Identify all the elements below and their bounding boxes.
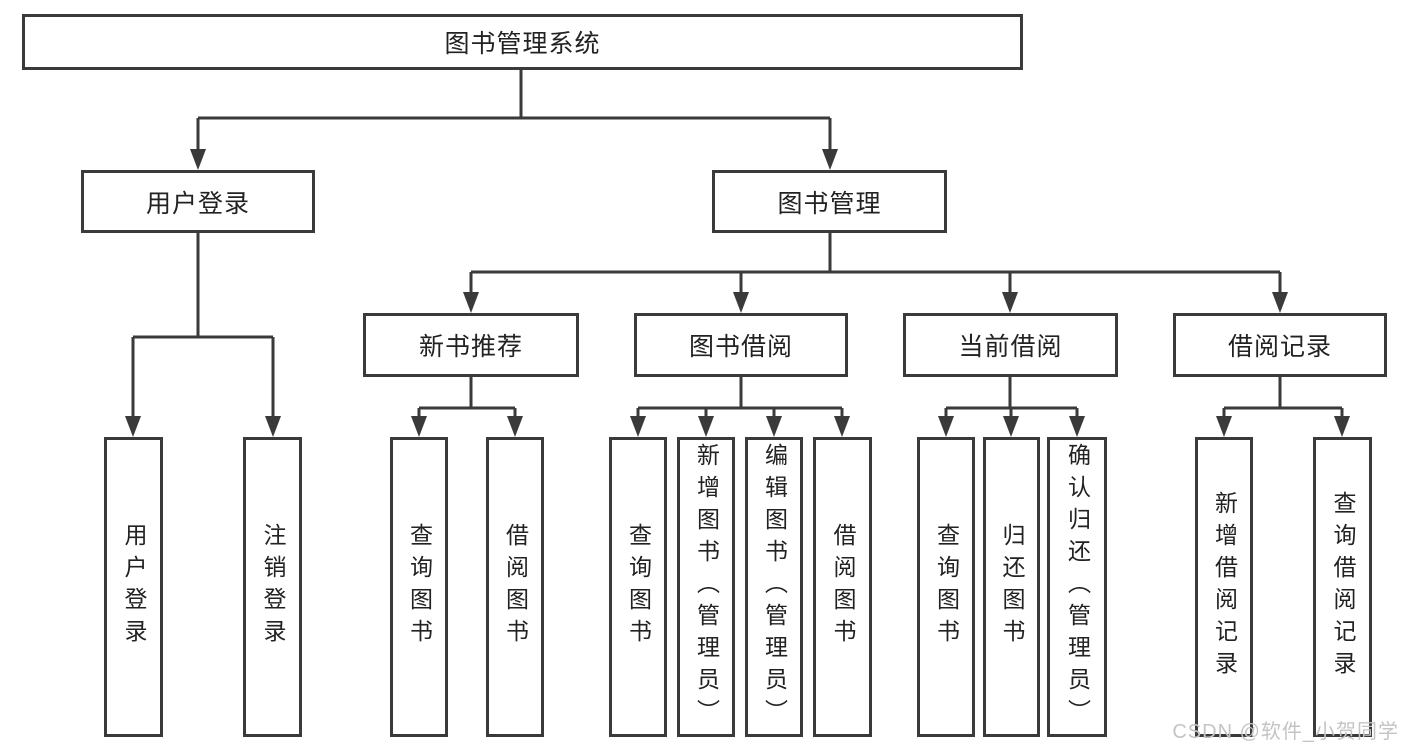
connector-book-management-to-level3 [463,233,1288,313]
leaf-borrow-books: 借阅图书 [813,437,872,737]
node-new-book-recommend: 新书推荐 [363,313,579,377]
node-user-login: 用户登录 [81,170,315,233]
leaf-add-borrow-record: 新增借阅记录 [1195,437,1253,737]
leaf-user-login: 用户登录 [104,437,163,737]
leaf-logout: 注销登录 [243,437,302,737]
leaf-add-books-admin: 新增图书（管理员） [677,437,735,737]
node-current-borrow: 当前借阅 [903,313,1118,377]
connector-book-borrow-branch [630,377,850,437]
leaf-edit-books-admin: 编辑图书（管理员） [745,437,803,737]
leaf-query-books-recommend: 查询图书 [390,437,448,737]
leaf-query-borrow-record: 查询借阅记录 [1313,437,1372,737]
leaf-return-books: 归还图书 [983,437,1040,737]
leaf-query-books-current: 查询图书 [917,437,975,737]
leaf-borrow-books-recommend: 借阅图书 [486,437,544,737]
leaf-query-books-borrow: 查询图书 [609,437,667,737]
node-library-management-system: 图书管理系统 [22,14,1023,70]
connector-borrow-records-branch [1216,377,1350,437]
node-book-borrow: 图书借阅 [634,313,848,377]
node-book-management: 图书管理 [712,170,947,233]
connector-current-borrow-branch [938,377,1085,437]
csdn-watermark: CSDN @软件_小贺同学 [1172,721,1399,743]
node-borrow-records: 借阅记录 [1173,313,1387,377]
leaf-confirm-return-admin: 确认归还（管理员） [1047,437,1107,737]
connector-new-books-branch [411,377,523,437]
connector-root-to-level2 [190,70,838,170]
connector-user-login-branch [125,233,281,437]
